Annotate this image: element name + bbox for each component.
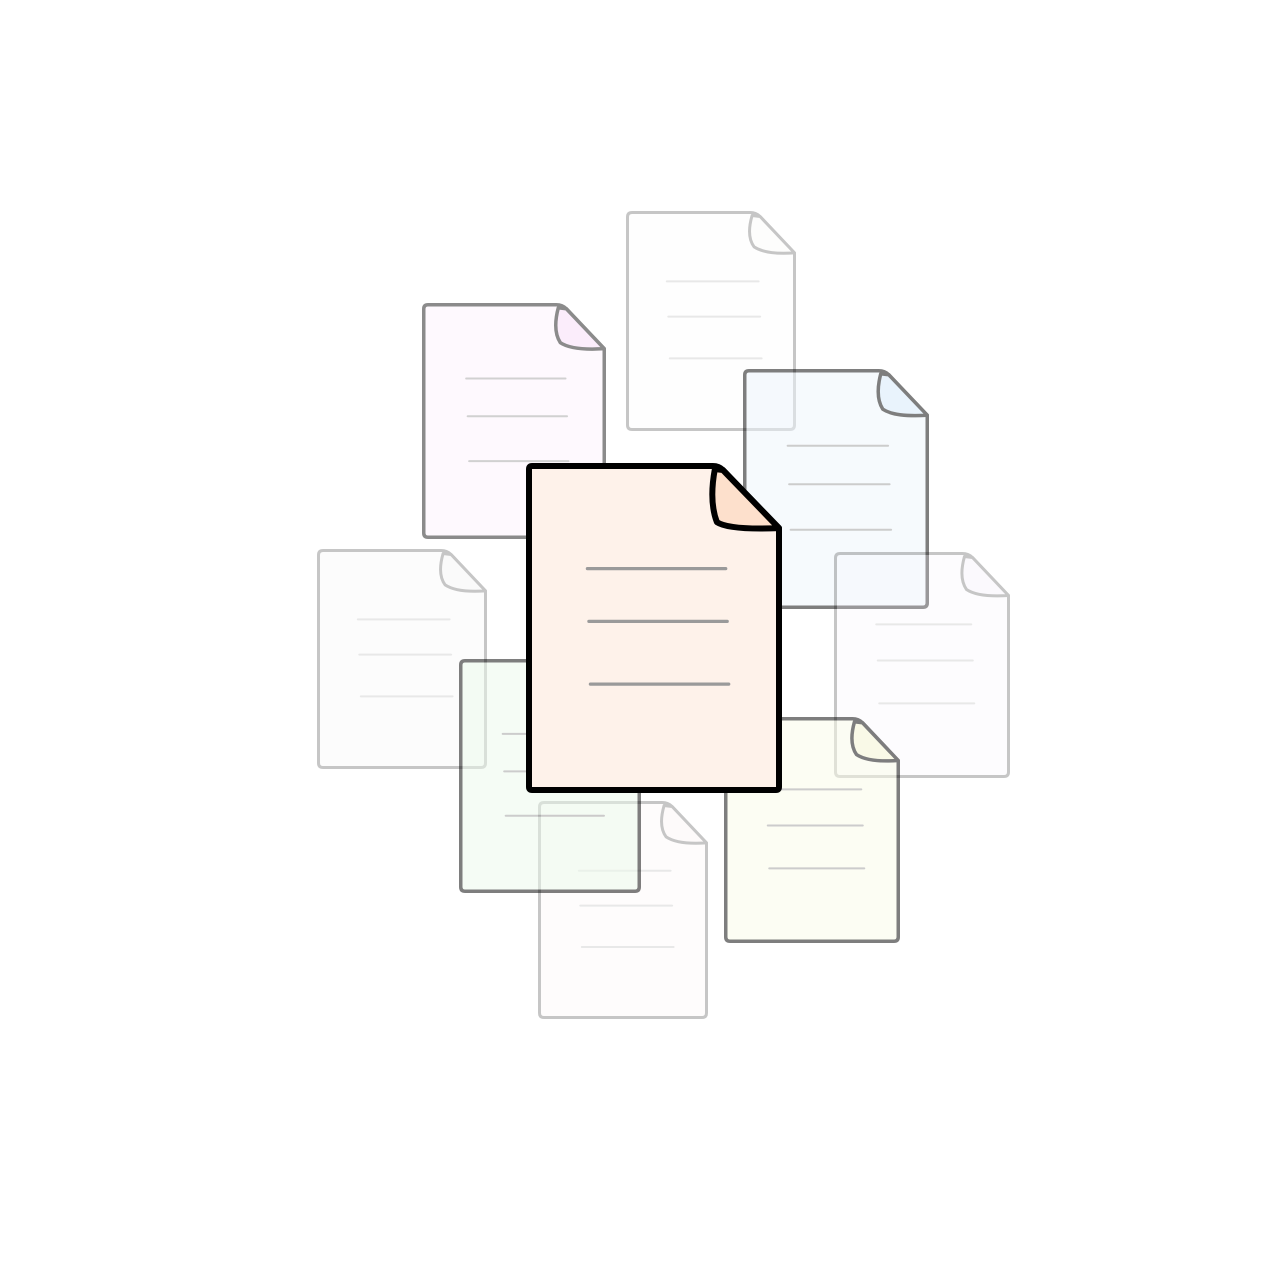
- document-fold: [876, 372, 929, 418]
- document-fold: [850, 720, 900, 763]
- document-fold: [439, 552, 487, 593]
- document-fold: [554, 306, 606, 351]
- document-fold: [660, 804, 708, 845]
- document-body: [834, 552, 1010, 778]
- document-fold: [709, 466, 782, 532]
- document-icon-lavender: [834, 552, 1010, 778]
- document-icon-blue: [743, 369, 929, 609]
- document-fold: [960, 555, 1010, 598]
- document-fold: [748, 214, 796, 255]
- document-icon-peach: [526, 463, 782, 793]
